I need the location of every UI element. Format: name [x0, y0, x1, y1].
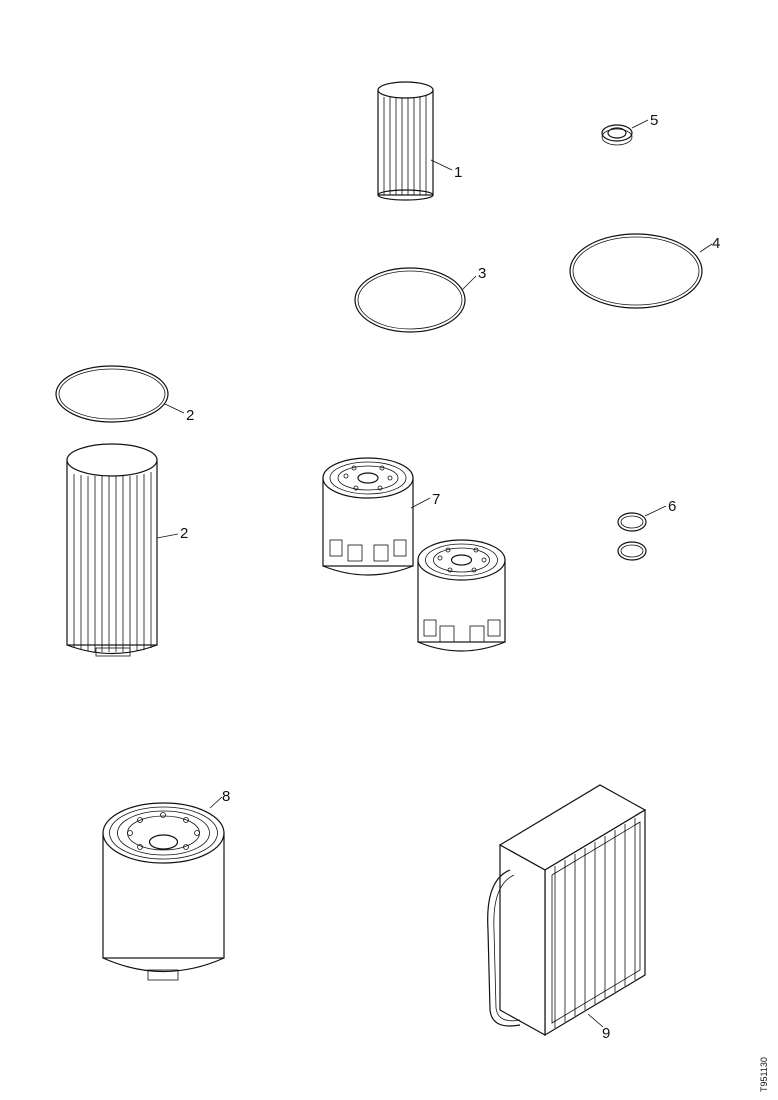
filter-element-part-2: [66, 443, 179, 657]
o-ring-part-2: [55, 365, 185, 423]
seal-ring-part-5: [601, 119, 649, 146]
callout-2-oring: 2: [186, 407, 194, 424]
callout-5: 5: [650, 112, 658, 129]
seal-rings-part-6: [617, 505, 667, 561]
o-ring-part-4: [569, 233, 713, 309]
spin-on-filter-part-7-a: [322, 457, 431, 576]
spin-on-filter-part-8: [102, 796, 225, 981]
callout-4: 4: [712, 235, 720, 252]
callout-2-filter: 2: [180, 525, 188, 542]
spin-on-filter-part-7-b: [417, 539, 506, 652]
figure-code: T951130: [759, 1057, 769, 1092]
callout-6: 6: [668, 498, 676, 515]
filter-element-part-1: [377, 81, 453, 201]
callout-1: 1: [454, 164, 462, 181]
callout-7: 7: [432, 491, 440, 508]
o-ring-part-3: [354, 267, 477, 333]
callout-9: 9: [602, 1025, 610, 1042]
callout-8: 8: [222, 788, 230, 805]
panel-filter-part-9: [487, 784, 647, 1037]
callout-3: 3: [478, 265, 486, 282]
